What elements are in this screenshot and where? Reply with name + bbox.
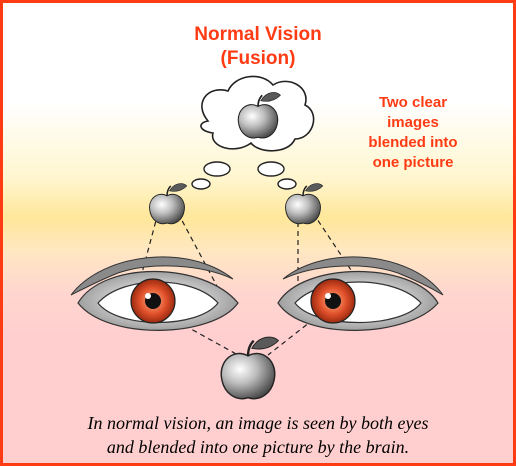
right-eye-icon [278,257,443,330]
apple-right-image-icon [286,184,323,224]
left-eye-icon [71,257,238,330]
apple-left-image-icon [150,184,187,224]
vision-illustration [3,3,513,463]
side-note-line: one picture [343,153,483,173]
caption-line-1: In normal vision, an image is seen by bo… [13,411,503,435]
side-note: Two clear images blended into one pictur… [343,93,483,173]
side-note-line: blended into [343,133,483,153]
apple-object-icon [221,337,278,399]
caption-line-2: and blended into one picture by the brai… [13,435,503,459]
side-note-line: Two clear [343,93,483,113]
diagram-subtitle: (Fusion) [153,47,363,71]
diagram-title: Normal Vision [153,23,363,47]
side-note-line: images [343,113,483,133]
